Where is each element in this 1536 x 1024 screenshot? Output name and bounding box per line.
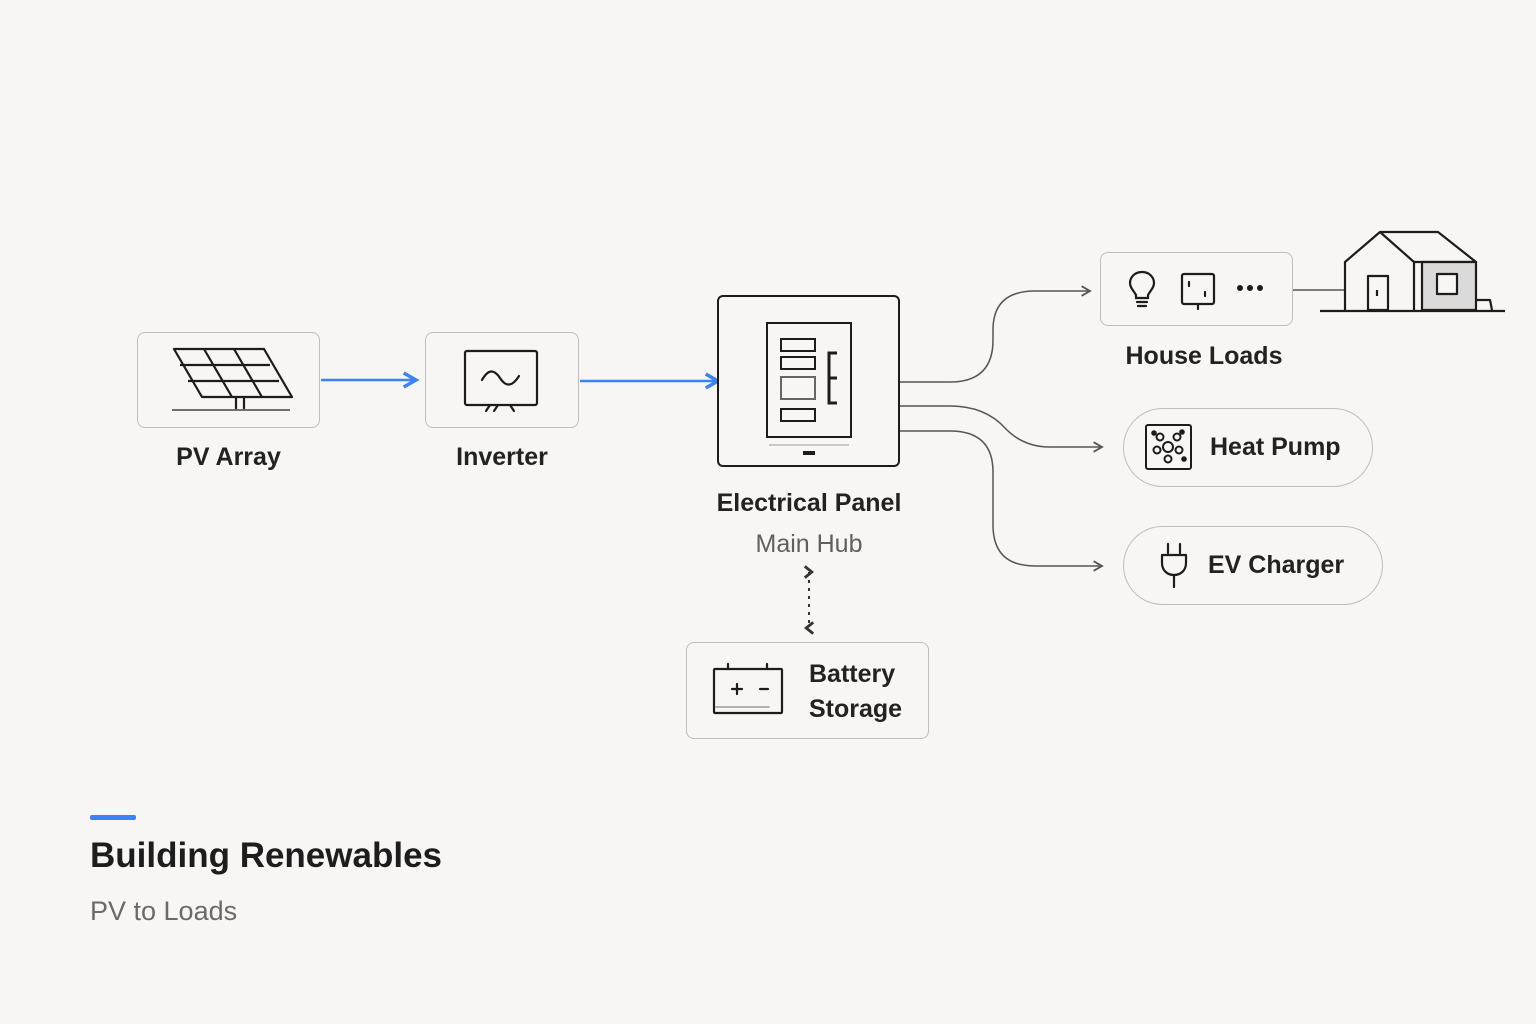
house-loads-node[interactable] <box>1100 252 1293 326</box>
wire-panel-to-house-loads <box>900 285 1092 383</box>
battery-storage-label-line2: Storage <box>809 695 903 723</box>
inverter-node[interactable] <box>425 332 579 428</box>
wire-panel-to-ev-charger <box>900 430 1104 572</box>
more-icon <box>1237 285 1263 291</box>
plug-icon <box>1160 542 1188 589</box>
pv-array-node[interactable] <box>137 332 320 428</box>
house-loads-label: House Loads <box>1125 342 1283 370</box>
electrical-panel-label: Electrical Panel <box>716 489 902 517</box>
electrical-panel-node[interactable] <box>717 295 900 467</box>
heat-pump-icon <box>1145 424 1192 470</box>
lightbulb-icon <box>1128 270 1156 308</box>
heat-pump-node[interactable]: Heat Pump <box>1123 408 1373 487</box>
battery-icon <box>712 662 784 715</box>
wire-panel-to-heat-pump <box>900 405 1104 453</box>
page-title: Building Renewables <box>90 836 442 875</box>
battery-storage-node[interactable]: Battery Storage <box>686 642 929 739</box>
electrical-panel-sublabel: Main Hub <box>755 530 863 558</box>
breaker-panel-icon <box>766 322 852 455</box>
battery-storage-label-line1: Battery <box>809 660 896 688</box>
ev-charger-label: EV Charger <box>1208 551 1345 579</box>
ev-charger-node[interactable]: EV Charger <box>1123 526 1383 605</box>
inverter-sine-icon <box>463 349 539 413</box>
page-subtitle: PV to Loads <box>90 896 238 926</box>
pv-array-label: PV Array <box>176 443 281 471</box>
outlet-icon <box>1180 272 1216 311</box>
heat-pump-label: Heat Pump <box>1210 433 1341 461</box>
solar-panel-icon <box>172 347 294 411</box>
house-icon <box>1320 230 1505 313</box>
footer-accent-bar <box>90 815 136 820</box>
inverter-label: Inverter <box>456 443 548 471</box>
